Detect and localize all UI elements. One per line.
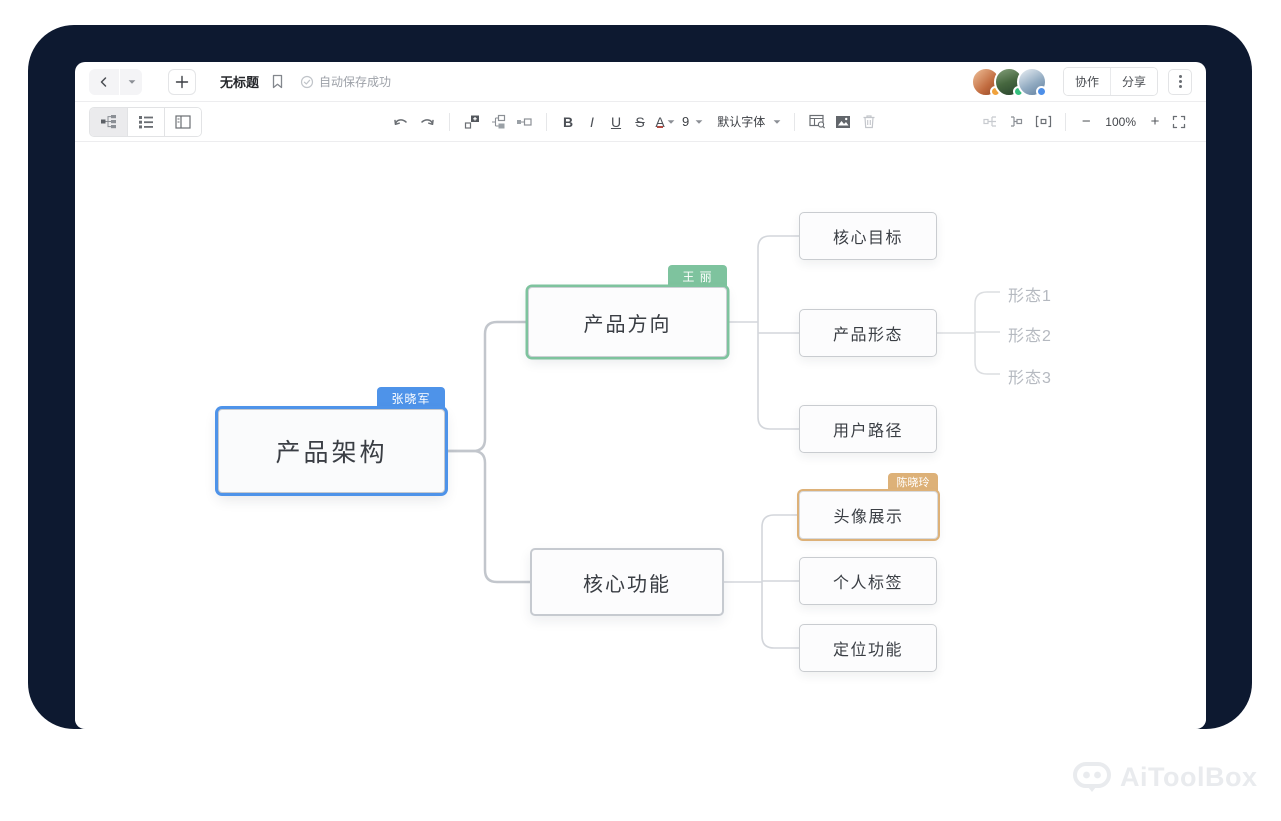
outline-view-icon <box>139 115 153 128</box>
outline-view-button[interactable] <box>127 107 164 136</box>
redo-button[interactable] <box>414 109 440 135</box>
italic-button[interactable]: I <box>590 113 594 130</box>
collapse-node-icon <box>983 116 996 127</box>
font-color-button[interactable]: A <box>652 109 678 135</box>
image-icon <box>836 115 851 128</box>
undo-button[interactable] <box>388 109 414 135</box>
header-right: 协作 分享 <box>970 66 1192 97</box>
font-size-dropdown[interactable]: 9 <box>678 114 707 129</box>
mindmap-node-root[interactable]: 产品架构 <box>218 409 445 493</box>
fit-center-icon <box>1035 115 1051 128</box>
check-circle-icon <box>300 75 314 88</box>
mindmap-node[interactable]: 产品方向 <box>528 287 727 357</box>
autosave-status: 自动保存成功 <box>300 73 391 90</box>
aitoolbox-logo-icon <box>1073 762 1111 792</box>
font-color-label: A <box>655 113 665 130</box>
expand-node-button[interactable] <box>1004 109 1030 135</box>
plus-icon <box>175 75 189 88</box>
expand-node-icon <box>1010 116 1022 127</box>
autosave-text: 自动保存成功 <box>319 75 392 89</box>
trash-icon <box>863 115 875 129</box>
document-title[interactable]: 无标题 <box>220 75 260 90</box>
back-button-group <box>89 68 142 95</box>
mindmap-node[interactable]: 用户路径 <box>799 405 937 453</box>
split-view-icon <box>175 114 191 129</box>
bold-button[interactable]: B <box>562 113 574 130</box>
chevron-down-icon <box>773 119 781 124</box>
insert-topic-button[interactable] <box>459 109 485 135</box>
chevron-down-icon <box>667 119 675 124</box>
mindmap-node[interactable]: 头像展示 <box>799 491 938 539</box>
underline-button[interactable]: U <box>610 113 622 130</box>
insert-image-button[interactable] <box>830 109 856 135</box>
mindmap-node[interactable]: 定位功能 <box>799 624 937 672</box>
chevron-down-icon <box>695 119 703 124</box>
zoom-in-button[interactable]: + <box>1150 113 1160 130</box>
divider <box>449 112 450 131</box>
mindmap-view-button[interactable] <box>90 107 127 136</box>
chevron-down-icon <box>128 79 136 84</box>
delete-button[interactable] <box>856 109 882 135</box>
toolbar-right: − 100% + <box>978 109 1192 135</box>
font-family-dropdown[interactable]: 默认字体 <box>713 113 785 130</box>
more-menu-button[interactable] <box>1168 68 1192 95</box>
watermark-text: AiToolBox <box>1120 761 1258 792</box>
chevron-left-icon <box>100 76 107 87</box>
action-pill: 协作 分享 <box>1062 67 1158 96</box>
mindmap-node[interactable]: 核心功能 <box>530 548 724 616</box>
insert-topic-icon <box>464 115 479 129</box>
insert-child-node-icon <box>492 114 506 128</box>
insert-sibling-node-button[interactable] <box>511 109 537 135</box>
fullscreen-button[interactable] <box>1166 109 1192 135</box>
strikethrough-button[interactable]: S <box>635 113 645 130</box>
watermark: AiToolBox <box>1072 760 1257 794</box>
insert-child-node-button[interactable] <box>485 109 511 135</box>
font-size-value: 9 <box>682 114 690 129</box>
zoom-out-button[interactable]: − <box>1081 113 1091 130</box>
more-menu-icon <box>1178 75 1182 78</box>
connector-lines <box>445 235 1000 649</box>
toolbar: B I U S A 9 默认字体 <box>75 102 1206 142</box>
undo-icon <box>394 118 407 125</box>
mindmap-node[interactable]: 核心目标 <box>799 212 937 260</box>
header-bar: 无标题 自动保存成功 协作 <box>75 62 1206 102</box>
bookmark-icon <box>272 74 283 89</box>
mindmap-leaf[interactable]: 形态3 <box>1008 370 1052 387</box>
zoom-level[interactable]: 100% <box>1105 114 1136 129</box>
mindmap-leaf[interactable]: 形态2 <box>1008 328 1052 345</box>
back-menu-button[interactable] <box>120 68 142 95</box>
view-mode-group <box>89 106 202 137</box>
mindmap-leaf[interactable]: 形态1 <box>1008 288 1052 305</box>
insert-sibling-node-icon <box>517 117 532 126</box>
mindmap-node[interactable]: 个人标签 <box>799 557 937 605</box>
redo-icon <box>421 118 434 125</box>
back-button[interactable] <box>89 68 119 95</box>
collaborator-avatars <box>970 66 1047 97</box>
app-window: 无标题 自动保存成功 协作 <box>75 62 1206 729</box>
new-document-button[interactable] <box>168 68 196 95</box>
collaborate-button[interactable]: 协作 <box>1063 68 1110 95</box>
status-dot <box>1035 85 1047 97</box>
font-family-value: 默认字体 <box>717 115 766 129</box>
fullscreen-icon <box>1172 115 1186 128</box>
collapse-node-button[interactable] <box>978 109 1004 135</box>
bookmark-button[interactable] <box>271 74 284 89</box>
collaborator-tag: 张晓军 <box>377 387 445 409</box>
collaborator-tag: 王 丽 <box>668 265 727 287</box>
collaborator-tag: 陈晓玲 <box>888 473 938 491</box>
split-view-button[interactable] <box>164 107 201 136</box>
mindmap-canvas[interactable]: 张晓军 王 丽 陈晓玲 产品架构 产品方向 核心功能 核心目标 产品形态 用户路… <box>75 142 1206 727</box>
divider <box>546 112 547 131</box>
table-search-icon <box>809 114 825 129</box>
divider <box>1065 112 1067 131</box>
insert-table-button[interactable] <box>804 109 830 135</box>
share-button[interactable]: 分享 <box>1109 68 1157 95</box>
mindmap-node[interactable]: 产品形态 <box>799 309 937 357</box>
divider <box>794 112 796 131</box>
mindmap-view-icon <box>101 115 116 129</box>
fit-center-button[interactable] <box>1030 109 1056 135</box>
avatar[interactable] <box>1016 66 1047 97</box>
